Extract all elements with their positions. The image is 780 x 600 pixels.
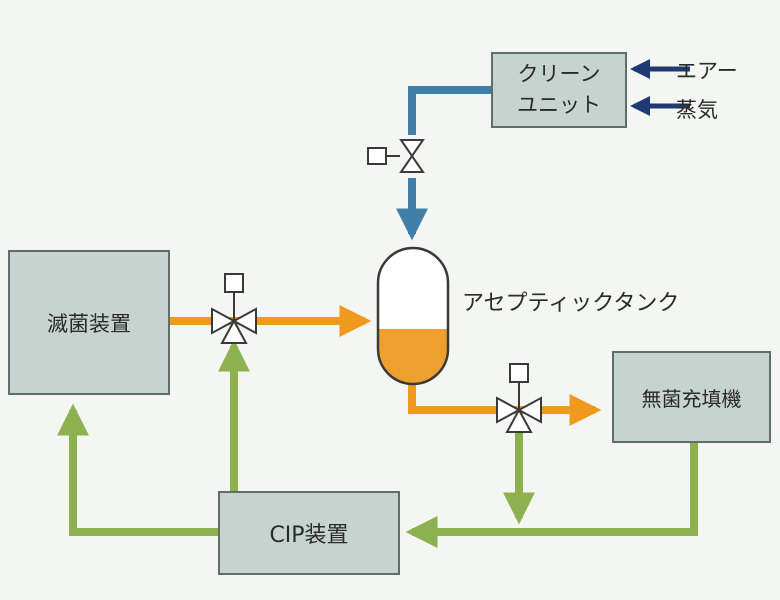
clean-air-pipe [408,86,491,135]
aseptic-filler-box: 無菌充填機 [612,351,771,443]
sterilizer-label: 滅菌装置 [47,311,131,336]
cip-label: CIP装置 [269,523,349,548]
aseptic-filler-label: 無菌充填機 [641,386,742,411]
air-label: エアー [676,59,738,83]
aseptic-tank-label: アセプティックタンク [462,291,680,316]
three-way-valve-icon-left [211,273,257,344]
valve-icon-top [367,139,425,173]
cip-to-sterilizer-return [57,403,218,536]
three-way-valve-icon-right [496,363,542,433]
aseptic-tank [376,246,450,386]
filler-to-cip-return [405,443,698,548]
steam-label: 蒸気 [676,98,718,122]
sterilizer-box: 滅菌装置 [8,250,170,395]
clean-unit-box: クリーン ユニット [491,52,627,128]
cip-unit-box: CIP装置 [218,491,400,575]
clean-unit-label-line1: クリーン [517,62,601,86]
tank-liquid [378,329,448,384]
clean-unit-label-line2: ユニット [517,93,601,117]
